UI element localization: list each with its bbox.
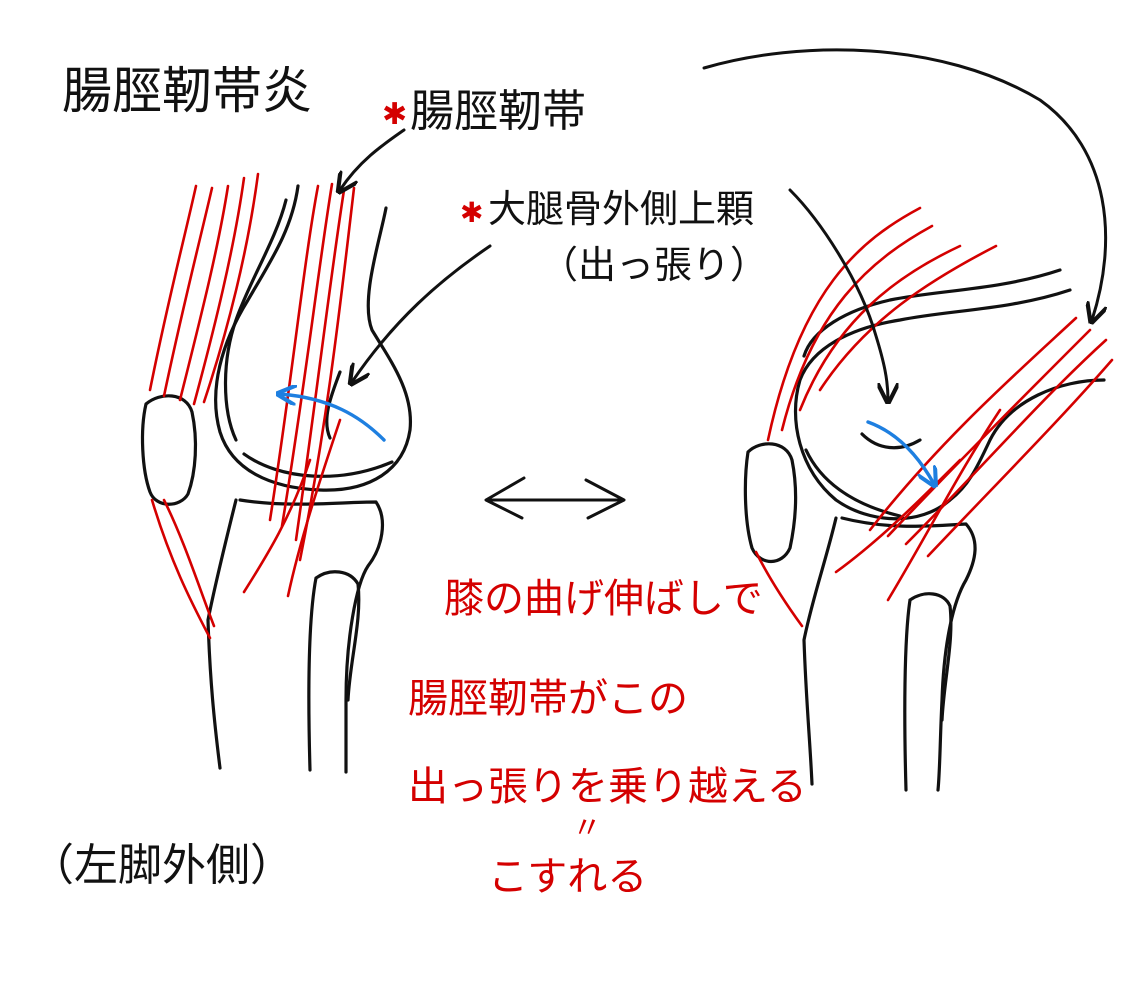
fibula (307, 570, 361, 772)
itb-label: 腸脛靭帯 (410, 86, 586, 137)
patella-flexed (743, 442, 798, 564)
epicondyle-label: 大腿骨外側上顆 (488, 187, 754, 231)
tibia-outline (206, 498, 238, 770)
equals-mark: 〃 (572, 811, 602, 846)
femur-lower-line (242, 452, 394, 478)
explanation-line-1: 膝の曲げ伸ばしで (444, 576, 763, 622)
femur-flexed-outline (793, 288, 1106, 521)
explanation-line-4: こすれる (488, 854, 647, 900)
fibula-flexed (903, 592, 953, 792)
epicondyle-bump (325, 370, 342, 440)
left-knee-extended (140, 172, 413, 774)
tibia-plateau (238, 498, 384, 774)
epicondyle-pointer-arrow (352, 244, 492, 382)
explanation-line-2: 腸脛靭帯がこの (408, 676, 688, 722)
patella (140, 394, 198, 506)
tibia-flexed-outline (802, 516, 838, 786)
double-headed-arrow-icon (484, 476, 626, 520)
right-knee-flexed (743, 206, 1114, 792)
motion-arrow-left (280, 394, 386, 442)
epicondyle-flexed (860, 432, 922, 450)
femur-inner-line (223, 198, 288, 442)
it-band-right (754, 206, 1114, 628)
red-star-icon: ✱ (382, 97, 407, 132)
red-star-icon: ✱ (460, 196, 483, 229)
femur-outline (214, 184, 413, 492)
tibia-flexed-plateau (840, 516, 977, 792)
motion-arrow-right (866, 420, 934, 484)
epicondyle-pointer-arrow-right (788, 188, 888, 400)
itb-pointer-arrow (340, 128, 406, 190)
itb-pointer-arrow-right (702, 48, 1106, 320)
explanation-line-3: 出っ張りを乗り越える (408, 764, 807, 810)
it-band-left (148, 172, 356, 640)
diagram-title: 腸脛靭帯炎 (62, 62, 312, 120)
side-note: （左脚外側） (30, 840, 294, 891)
epicondyle-note: （出っ張り） (540, 243, 768, 287)
